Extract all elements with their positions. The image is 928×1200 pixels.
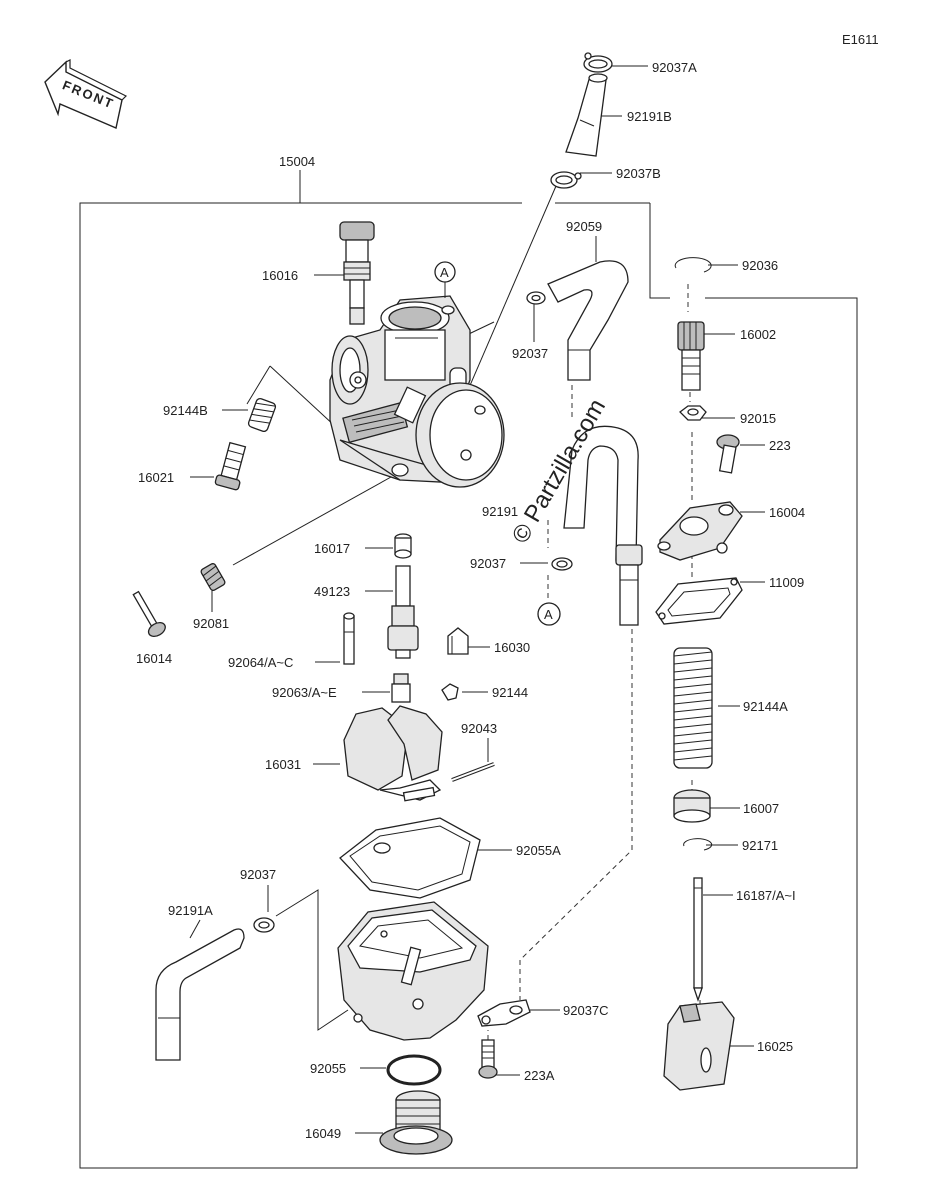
clip-92171 [683,838,713,851]
pilot-jet-92064 [343,612,355,665]
label-92037a: 92037A [652,60,697,75]
spring-92144a [673,647,713,769]
screw-223 [716,434,740,474]
label-92037b: 92037B [616,166,661,181]
label-92081: 92081 [193,616,229,631]
hose-92191b [565,73,608,157]
svg-text:A: A [440,265,449,280]
throttle-valve-16025 [663,1001,735,1091]
label-223: 223 [769,438,791,453]
label-16017: 16017 [314,541,350,556]
pin-92043-highlight [451,763,495,781]
reference-marker-top: A [434,261,456,298]
float-bowl [337,901,489,1041]
label-16014: 16014 [136,651,172,666]
label-92191b: 92191B [627,109,672,124]
label-92144: 92144 [492,685,528,700]
label-92144b: 92144B [163,403,208,418]
float-valve-16030 [447,627,469,655]
label-92059: 92059 [566,219,602,234]
gasket-92055a [339,817,481,899]
label-92037-mid: 92037 [470,556,506,571]
drain-plug-16049 [379,1090,453,1155]
spring-92081 [200,563,226,591]
float-16031 [343,705,443,802]
gasket-11009 [655,577,743,625]
cap-16017 [394,533,412,559]
screw-223a [478,1039,498,1079]
circlip-92036 [674,257,712,273]
oring-92055 [386,1054,442,1086]
top-cover-16004 [657,501,743,561]
bracket-92037c [477,999,531,1027]
hose-92059 [547,260,629,381]
clip-92037-low [253,917,275,933]
watermark-text: © Partzilla.com [507,394,611,548]
label-92036: 92036 [742,258,778,273]
label-92063: 92063/A~E [272,685,337,700]
nut-92015 [679,405,707,421]
label-92171: 92171 [742,838,778,853]
label-92191: 92191 [482,504,518,519]
label-16007: 16007 [743,801,779,816]
label-49123: 49123 [314,584,350,599]
clip-92037-mid [551,557,573,571]
hose-92191a [155,928,245,1061]
label-92055: 92055 [310,1061,346,1076]
label-92144a: 92144A [743,699,788,714]
clip-92144 [441,683,459,701]
carburetor-body [329,295,505,488]
label-92055a: 92055A [516,843,561,858]
hose-92191 [563,425,643,626]
air-screw-16014 [132,590,166,638]
label-92043: 92043 [461,721,497,736]
label-92191a: 92191A [168,903,213,918]
label-16031: 16031 [265,757,301,772]
label-92064: 92064/A~C [228,655,293,670]
svg-text:A: A [544,607,553,622]
emulsion-tube-49123 [387,565,419,659]
label-16002: 16002 [740,327,776,342]
spring-92144b [247,397,277,433]
diagram-code: E1611 [842,32,879,47]
label-92015: 92015 [740,411,776,426]
screw-16016 [339,221,375,325]
label-92037-low: 92037 [240,867,276,882]
label-16016: 16016 [262,268,298,283]
label-92037c: 92037C [563,1003,609,1018]
leader-lines [189,65,765,1134]
label-16030: 16030 [494,640,530,655]
label-223a: 223A [524,1068,555,1083]
label-16004: 16004 [769,505,805,520]
assembly-frame [79,170,858,1169]
holder-16007 [673,789,711,823]
reference-marker-bottom: A [537,602,561,626]
label-11009: 11009 [769,575,804,590]
clip-92037b [550,171,582,189]
front-arrow-icon: FRONT [44,59,128,129]
label-16187: 16187/A~I [736,888,796,903]
label-16025: 16025 [757,1039,793,1054]
label-16021: 16021 [138,470,174,485]
label-16049: 16049 [305,1126,341,1141]
adjuster-16002 [677,321,705,391]
part-labels: 15004 92037A 92191B 92037B 92059 92036 1… [136,60,805,1141]
main-jet-92063 [391,673,411,703]
label-92037-upper: 92037 [512,346,548,361]
clip-92037a [583,52,613,73]
label-15004: 15004 [279,154,315,169]
jet-needle-16187 [693,877,703,1003]
screw-16021 [214,441,247,491]
clip-92037-upper [526,291,546,305]
